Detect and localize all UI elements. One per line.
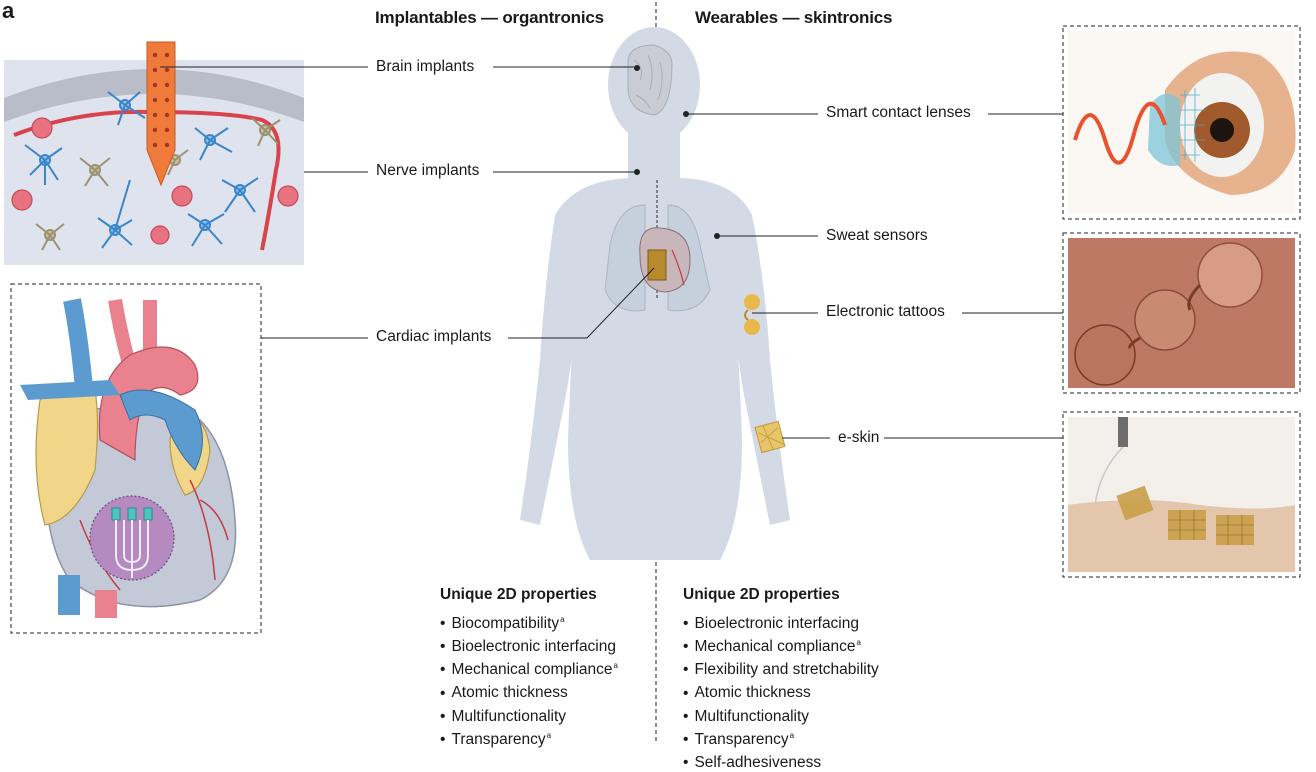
human-body-silhouette (520, 27, 790, 560)
list-item: Transparencya (440, 726, 618, 749)
list-item: Mechanical compliancea (683, 633, 880, 656)
neuron-icon (24, 91, 259, 249)
implant-properties-list: Biocompatibilitya Bioelectronic interfac… (440, 610, 618, 749)
implantables-title: Implantables — organtronics (375, 8, 604, 27)
eskin-photo (1062, 411, 1301, 578)
electronic-tattoo-photo (1062, 232, 1301, 394)
list-item: Bioelectronic interfacing (683, 610, 880, 633)
electronic-tattoos-label: Electronic tattoos (826, 303, 945, 320)
list-item: Mechanical compliancea (440, 656, 618, 679)
wearable-properties-list: Bioelectronic interfacing Mechanical com… (683, 610, 880, 772)
list-item: Bioelectronic interfacing (440, 633, 618, 656)
list-item: Transparencya (683, 726, 880, 749)
nerve-implants-label: Nerve implants (376, 162, 480, 179)
eskin-label: e-skin (838, 429, 880, 446)
wearable-properties: Unique 2D properties Bioelectronic inter… (683, 586, 880, 772)
connector-lines (160, 66, 1063, 439)
brain-implants-label: Brain implants (376, 58, 475, 75)
list-item: Self-adhesiveness (683, 749, 880, 772)
panel-letter: a (2, 0, 15, 23)
implant-properties: Unique 2D properties Biocompatibilitya B… (440, 586, 618, 749)
implant-properties-title: Unique 2D properties (440, 586, 597, 603)
list-item: Multifunctionality (440, 703, 618, 726)
wearable-properties-title: Unique 2D properties (683, 586, 840, 603)
list-item: Atomic thickness (440, 679, 618, 702)
cardiac-implants-label: Cardiac implants (376, 328, 492, 345)
contact-lens-photo (1062, 25, 1301, 220)
brain-implant-illustration (4, 41, 304, 265)
list-item: Atomic thickness (683, 679, 880, 702)
wearables-title: Wearables — skintronics (695, 8, 893, 27)
sweat-sensors-label: Sweat sensors (826, 227, 928, 244)
list-item: Multifunctionality (683, 703, 880, 726)
list-item: Biocompatibilitya (440, 610, 618, 633)
list-item: Flexibility and stretchability (683, 656, 880, 679)
cardiac-implant-illustration (10, 283, 262, 634)
smart-contact-lenses-label: Smart contact lenses (826, 104, 971, 121)
